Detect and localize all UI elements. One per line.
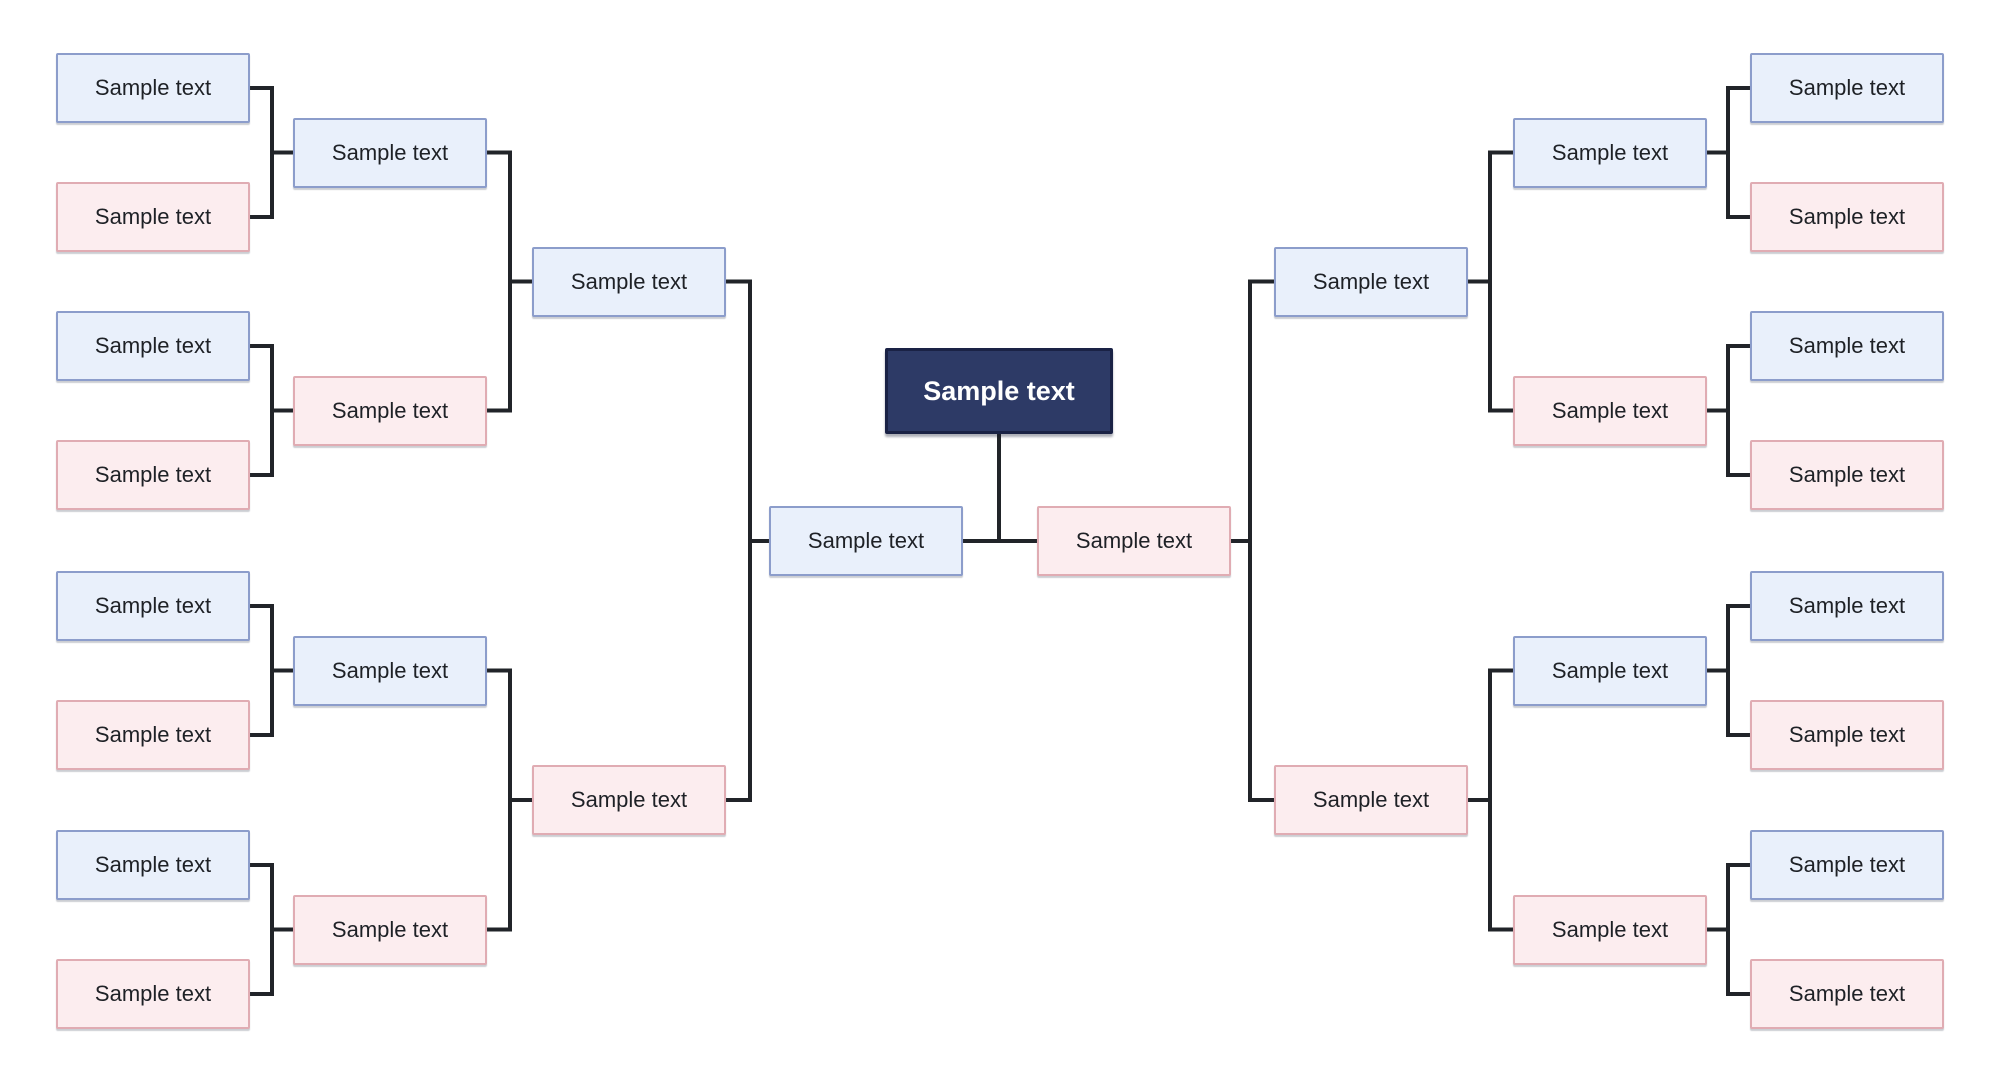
node-label: Sample text (94, 852, 212, 877)
node-label: Sample text (1788, 333, 1906, 358)
node-label: Sample text (807, 528, 925, 553)
right-round1-seed-5[interactable]: Sample text (1750, 571, 1944, 641)
node-label: Sample text (1788, 593, 1906, 618)
left-round1-seed-2[interactable]: Sample text (56, 182, 250, 252)
left-round1-seed-6[interactable]: Sample text (56, 700, 250, 770)
finalist-left[interactable]: Sample text (769, 506, 963, 576)
left-semifinal-1[interactable]: Sample text (532, 246, 726, 317)
node-label: Sample text (1788, 981, 1906, 1006)
node-label: Sample text (570, 268, 688, 294)
left-semifinal-2[interactable]: Sample text (532, 765, 726, 835)
right-round1-seed-8[interactable]: Sample text (1750, 959, 1944, 1029)
left-round1-seed-7[interactable]: Sample text (56, 830, 250, 900)
node-label: Sample text (94, 75, 212, 100)
node-label: Sample text (331, 139, 449, 165)
right-semifinal-1[interactable]: Sample text (1274, 246, 1468, 317)
node-label: Sample text (94, 593, 212, 618)
node-label: Sample text (331, 916, 449, 942)
node-label: Sample text (1788, 462, 1906, 487)
right-round1-seed-6[interactable]: Sample text (1750, 700, 1944, 770)
node-label: Sample text (1788, 722, 1906, 747)
node-label: Sample text (94, 981, 212, 1006)
node-label: Sample text (94, 333, 212, 358)
node-label: Sample text (1788, 75, 1906, 100)
left-quarterfinal-2[interactable]: Sample text (293, 375, 487, 446)
left-quarterfinal-1[interactable]: Sample text (293, 117, 487, 188)
right-quarterfinal-2[interactable]: Sample text (1513, 375, 1707, 446)
node-label: Sample text (1551, 916, 1669, 942)
left-quarterfinal-4[interactable]: Sample text (293, 894, 487, 965)
left-round1-seed-5[interactable]: Sample text (56, 571, 250, 641)
right-round1-seed-7[interactable]: Sample text (1750, 830, 1944, 900)
node-label: Sample text (331, 657, 449, 683)
right-quarterfinal-1[interactable]: Sample text (1513, 117, 1707, 188)
left-round1-seed-3[interactable]: Sample text (56, 311, 250, 381)
node-label: Sample text (94, 722, 212, 747)
node-label: Sample text (1788, 204, 1906, 229)
finalist-right[interactable]: Sample text (1037, 506, 1231, 576)
node-label: Sample text (570, 787, 688, 812)
node-label: Sample text (1312, 268, 1430, 294)
node-label: Sample text (331, 397, 449, 423)
right-semifinal-2[interactable]: Sample text (1274, 765, 1468, 835)
node-label: Sample text (1551, 139, 1669, 165)
left-round1-seed-4[interactable]: Sample text (56, 440, 250, 510)
left-quarterfinal-3[interactable]: Sample text (293, 635, 487, 706)
right-round1-seed-2[interactable]: Sample text (1750, 182, 1944, 252)
left-round1-seed-1[interactable]: Sample text (56, 53, 250, 123)
node-label: Sample text (94, 204, 212, 229)
right-quarterfinal-3[interactable]: Sample text (1513, 635, 1707, 706)
right-quarterfinal-4[interactable]: Sample text (1513, 894, 1707, 965)
right-round1-seed-3[interactable]: Sample text (1750, 311, 1944, 381)
node-label: Sample text (1075, 528, 1193, 553)
champion-box[interactable]: Sample text (885, 348, 1113, 434)
right-round1-seed-4[interactable]: Sample text (1750, 440, 1944, 510)
node-label: Sample text (1551, 657, 1669, 683)
champion-label: Sample text (923, 375, 1075, 406)
node-label: Sample text (1788, 852, 1906, 877)
right-round1-seed-1[interactable]: Sample text (1750, 53, 1944, 123)
node-label: Sample text (1551, 397, 1669, 423)
left-round1-seed-8[interactable]: Sample text (56, 959, 250, 1029)
node-label: Sample text (1312, 787, 1430, 812)
node-label: Sample text (94, 462, 212, 487)
